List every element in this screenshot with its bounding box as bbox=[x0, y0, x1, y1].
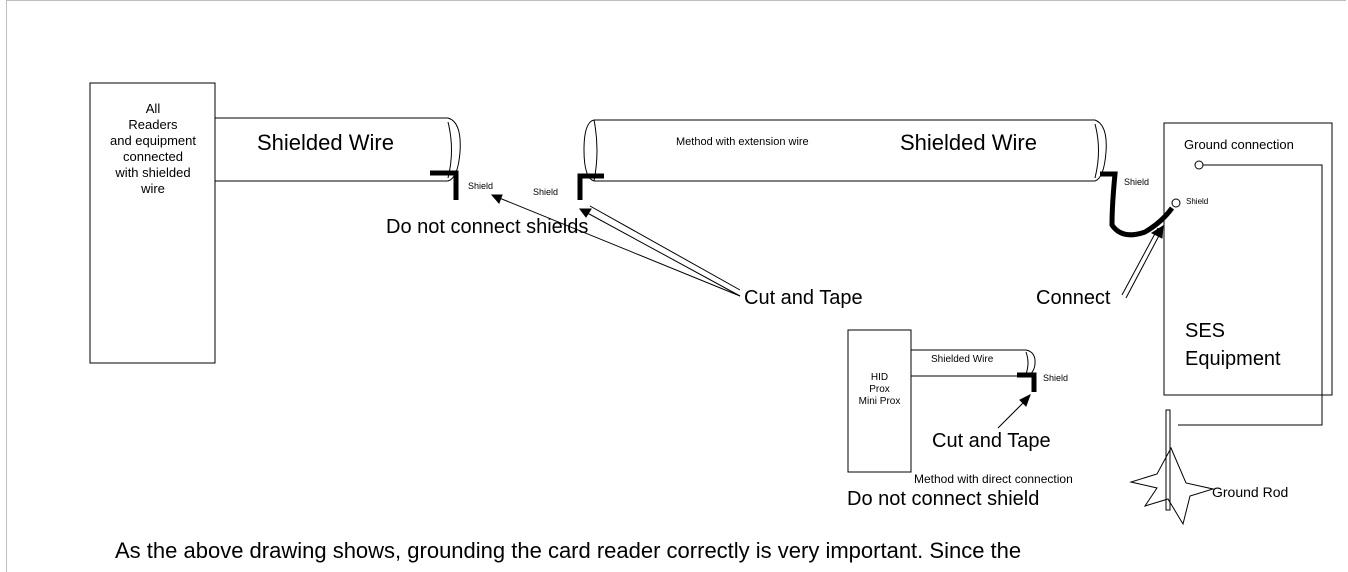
ext-start-shield-terminal bbox=[577, 173, 604, 200]
left-shield-terminal bbox=[430, 170, 459, 200]
ground-rod-earth bbox=[1129, 446, 1215, 526]
hid-method-label: Method with direct connection bbox=[914, 472, 1073, 486]
hid-shield-label: Shield bbox=[1043, 373, 1069, 383]
ext-end-shield-wire bbox=[1100, 171, 1175, 238]
readers-box-label: All Readers and equipment connected with… bbox=[109, 101, 196, 196]
left-shield-label: Shield bbox=[468, 181, 494, 191]
extension-shielded-cable bbox=[583, 119, 1107, 182]
hid-wire-label: Shielded Wire bbox=[931, 354, 994, 365]
ground-connection-label: Ground connection bbox=[1184, 137, 1294, 152]
hid-cut-and-tape-arrow bbox=[997, 393, 1031, 429]
left-cable-label: Shielded Wire bbox=[257, 130, 394, 155]
connect-arrow bbox=[1121, 225, 1164, 299]
hid-box bbox=[847, 329, 912, 473]
hid-shield-terminal bbox=[1017, 372, 1037, 392]
cut-and-tape-label: Cut and Tape bbox=[744, 287, 863, 309]
diagram-frame bbox=[6, 0, 1346, 572]
ext-start-shield-label: Shield bbox=[533, 187, 559, 197]
ext-end-shield-label: Shield bbox=[1124, 177, 1150, 187]
ground-connection-terminal bbox=[1194, 160, 1204, 170]
ses-box bbox=[1163, 122, 1333, 396]
hid-do-not-connect-label: Do not connect shield bbox=[847, 488, 1040, 510]
hid-cut-and-tape-label: Cut and Tape bbox=[932, 430, 1051, 452]
ext-method-label: Method with extension wire bbox=[676, 136, 809, 148]
readers-box bbox=[89, 82, 216, 364]
cut-and-tape-arrows bbox=[490, 194, 741, 297]
hid-box-label: HID Prox Mini Prox bbox=[858, 372, 901, 407]
ses-label-line2: Equipment bbox=[1185, 348, 1281, 370]
ses-shield-label: Shield bbox=[1186, 197, 1209, 206]
ground-wire bbox=[1178, 164, 1323, 426]
wiring-diagram bbox=[89, 82, 1333, 526]
left-shielded-cable bbox=[215, 117, 461, 182]
ses-label-line1: SES bbox=[1185, 320, 1226, 342]
ext-cable-label: Shielded Wire bbox=[900, 130, 1037, 155]
body-paragraph: As the above drawing shows, grounding th… bbox=[115, 538, 1022, 563]
do-not-connect-shields-label: Do not connect shields bbox=[386, 216, 589, 238]
ground-rod bbox=[1165, 409, 1171, 511]
connect-label: Connect bbox=[1036, 287, 1111, 309]
ground-rod-label: Ground Rod bbox=[1212, 484, 1289, 500]
ses-shield-terminal bbox=[1171, 198, 1181, 208]
